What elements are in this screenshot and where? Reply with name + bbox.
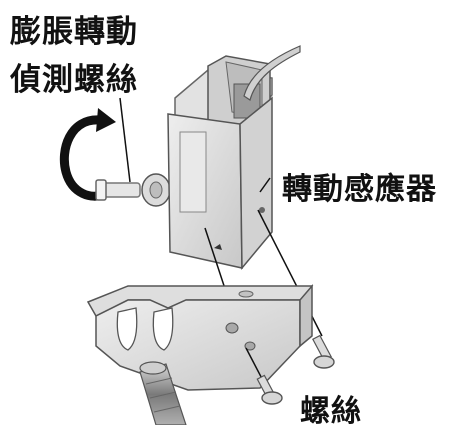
label-expansion-screw-line2: 偵測螺絲 (10, 62, 138, 98)
leader-line-expansion-screw (119, 97, 131, 183)
mounting-screw-front (245, 347, 283, 405)
mounting-screw-side (312, 334, 335, 369)
expansion-screw (95, 173, 171, 207)
label-expansion-screw-line1: 膨脹轉動 (10, 14, 138, 50)
mounting-bracket (86, 283, 314, 391)
label-rotation-sensor: 轉動感應器 (282, 172, 437, 207)
leader-line-sensor (259, 177, 271, 193)
rotation-arrow-icon (59, 108, 116, 201)
threaded-shaft (139, 361, 187, 425)
label-screws: 螺絲 (300, 394, 362, 429)
rotation-sensor (167, 45, 301, 271)
